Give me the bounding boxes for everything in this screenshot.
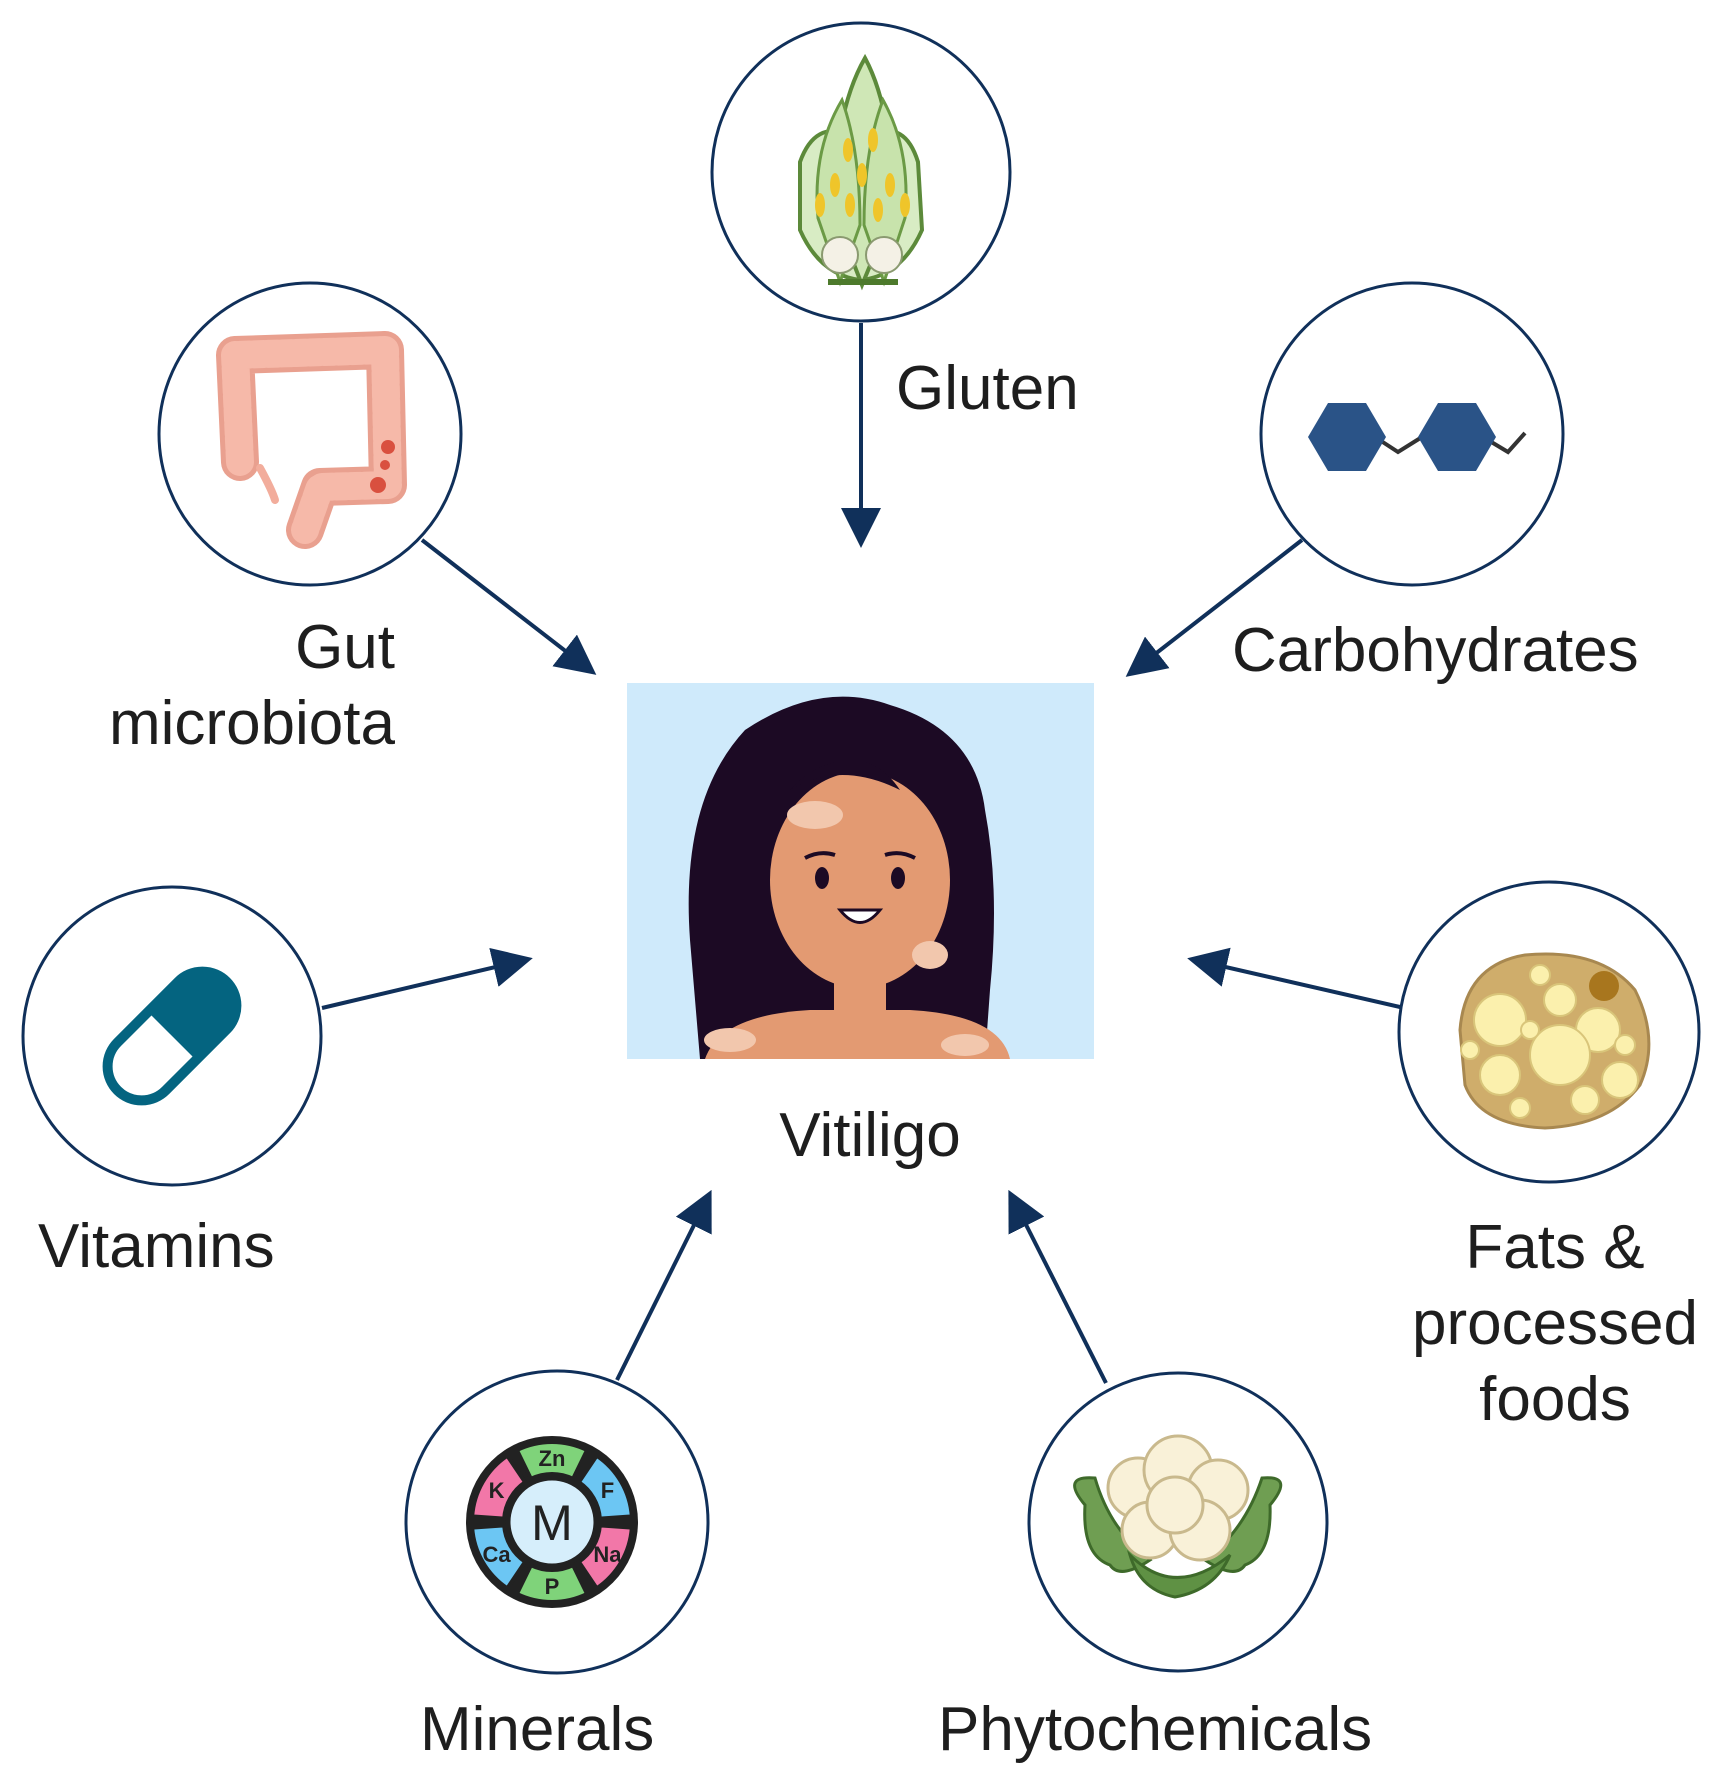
mineral-center-symbol: M [531,1495,573,1551]
mineral-symbol: Ca [483,1542,512,1567]
cauliflower-icon [1073,1434,1283,1599]
carbohydrates-circle [1259,281,1565,587]
mineral-symbol: Zn [539,1446,566,1471]
mineral-segment [470,1452,528,1521]
mineral-symbol: K [489,1478,505,1503]
arrow-carbs [1125,538,1304,677]
arrow-vitamins [321,947,533,1010]
label-gluten: Gluten [896,354,1079,423]
center-label: Vitiligo [779,1101,961,1170]
fat-cell-icon [1458,952,1651,1130]
vitiligo-portrait [627,683,1094,1059]
mineral-segment [576,1452,634,1521]
capsule-pill-icon [102,966,242,1106]
arrow-phyto [1008,1189,1108,1384]
mineral-symbol: P [545,1574,560,1599]
mineral-symbol: F [601,1478,614,1503]
mineral-segment [514,1440,590,1482]
label-vitamins: Vitamins [38,1212,275,1281]
hexagon-molecule-icon [1308,403,1527,471]
mineral-segment [576,1523,634,1592]
mineral-segment [514,1562,590,1604]
arrow-gut [420,538,597,675]
mineral-wheel-icon: ZnF NaP Ca K M [466,1436,638,1608]
arrows [321,323,1401,1384]
mineral-segment [470,1523,528,1592]
label-fats-processed-foods: Fats & processed foods [1411,1213,1699,1434]
mineral-symbol: Na [593,1542,622,1567]
label-phytochemicals: Phytochemicals [938,1695,1372,1764]
colon-icon [216,331,407,549]
wheat-spikelet-icon [798,53,925,291]
arrow-fats [1187,947,1401,1009]
arrow-minerals [615,1189,712,1381]
label-carbohydrates: Carbohydrates [1232,616,1639,685]
label-minerals: Minerals [420,1695,654,1764]
label-gut-microbiota: Gut microbiota [109,613,395,758]
